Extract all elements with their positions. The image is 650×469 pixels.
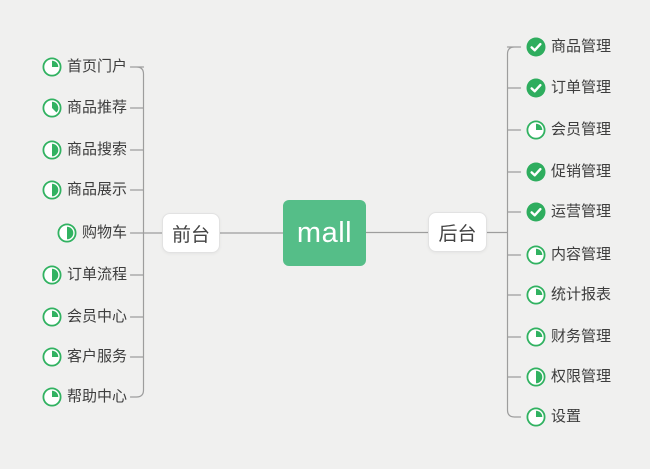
topic-node[interactable]: 商品管理 [526,36,611,58]
progress-pie-icon [42,140,62,160]
topic-node[interactable]: 商品推荐 [42,97,127,119]
topic-label: 客户服务 [66,348,127,365]
topic-node[interactable]: 会员管理 [526,119,611,141]
topic-node[interactable]: 订单管理 [526,77,611,99]
topic-label: 会员管理 [551,121,612,138]
root-node[interactable]: mall [283,200,366,266]
progress-pie-icon [526,327,546,347]
root-node-label: mall [296,216,353,249]
topic-node[interactable]: 客户服务 [42,346,127,368]
topic-node[interactable]: 商品展示 [42,179,127,201]
topic-node[interactable]: 权限管理 [526,366,611,388]
topic-node[interactable]: 内容管理 [526,244,611,266]
branch-frontend-label: 前台 [171,224,210,246]
progress-pie-icon [526,367,546,387]
topic-node[interactable]: 帮助中心 [42,386,127,408]
progress-pie-icon [42,387,62,407]
progress-pie-icon [42,347,62,367]
topic-label: 商品管理 [551,38,612,55]
topic-label: 订单流程 [66,266,127,283]
progress-pie-icon [526,407,546,427]
topic-label: 财务管理 [551,328,612,345]
topic-label: 帮助中心 [66,388,127,405]
progress-pie-icon [42,98,62,118]
topic-label: 权限管理 [551,368,612,385]
topic-label: 内容管理 [551,246,612,263]
progress-done-check-icon [526,37,546,57]
progress-pie-icon [526,245,546,265]
progress-pie-icon [42,180,62,200]
progress-done-check-icon [526,78,546,98]
topic-node[interactable]: 购物车 [57,222,127,244]
branch-node-frontend[interactable]: 前台 [162,213,220,253]
progress-pie-icon [42,307,62,327]
topic-label: 商品搜索 [66,141,127,158]
topic-node[interactable]: 促销管理 [526,161,611,183]
topic-label: 首页门户 [66,58,127,75]
topic-label: 会员中心 [66,308,127,325]
topic-node[interactable]: 统计报表 [526,284,611,306]
topic-node[interactable]: 订单流程 [42,264,127,286]
progress-pie-icon [42,265,62,285]
topic-label: 购物车 [81,224,127,241]
topic-label: 设置 [551,408,582,425]
topic-node[interactable]: 财务管理 [526,326,611,348]
topic-node[interactable]: 商品搜索 [42,139,127,161]
topic-label: 运营管理 [551,203,612,220]
progress-pie-icon [42,57,62,77]
topic-node[interactable]: 首页门户 [42,56,127,78]
progress-pie-icon [526,120,546,140]
branch-node-backend[interactable]: 后台 [428,212,487,252]
progress-pie-icon [57,223,77,243]
topic-node[interactable]: 运营管理 [526,201,611,223]
topic-label: 商品展示 [66,181,127,198]
topic-label: 订单管理 [551,79,612,96]
progress-done-check-icon [526,162,546,182]
topic-label: 商品推荐 [66,99,127,116]
topic-node[interactable]: 会员中心 [42,306,127,328]
topic-label: 促销管理 [551,163,612,180]
progress-done-check-icon [526,202,546,222]
topic-label: 统计报表 [551,286,612,303]
topic-node[interactable]: 设置 [526,406,581,428]
progress-pie-icon [526,285,546,305]
branch-backend-label: 后台 [438,223,477,245]
